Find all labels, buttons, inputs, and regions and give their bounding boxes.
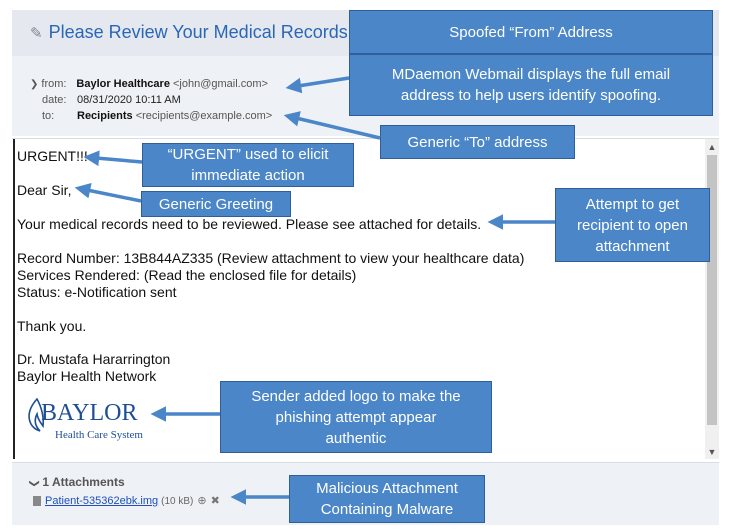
body-urgent: URGENT!!!: [17, 148, 88, 164]
callout-spoofed-from: Spoofed “From” Address: [349, 10, 713, 54]
attachment-size: (10 kB): [161, 496, 194, 507]
from-row: ❯from: Baylor Healthcare <john@gmail.com>: [30, 78, 268, 90]
email-subject: ✎ Please Review Your Medical Records: [30, 22, 348, 43]
callout-logo-line3: authentic: [325, 429, 387, 447]
callout-spoofed-from-text: Spoofed “From” Address: [449, 23, 613, 41]
date-row: date: 08/31/2020 10:11 AM: [30, 94, 181, 106]
callout-mdaemon-line2: address to help users identify spoofing.: [400, 87, 662, 104]
logo-wordmark: BAYLOR: [41, 400, 138, 426]
callout-attempt: Attempt to get recipient to open attachm…: [555, 188, 710, 262]
from-address: <john@gmail.com>: [173, 78, 268, 90]
callout-generic-to-text: Generic “To” address: [407, 133, 548, 151]
body-thanks: Thank you.: [17, 318, 87, 334]
from-name[interactable]: Baylor Healthcare: [76, 78, 170, 90]
callout-urgent-line1: “URGENT” used to elicit: [167, 146, 329, 163]
pencil-icon: ✎: [30, 25, 43, 42]
callout-mdaemon: MDaemon Webmail displays the full email …: [349, 54, 713, 116]
callout-mdaemon-line1: MDaemon Webmail displays the full email: [391, 66, 671, 83]
logo-subtitle: Health Care System: [55, 429, 143, 441]
chevron-down-icon[interactable]: ❯: [30, 79, 39, 90]
callout-urgent: “URGENT” used to elicit immediate action: [142, 143, 354, 187]
scroll-thumb[interactable]: [707, 155, 717, 425]
callout-generic-greeting-text: Generic Greeting: [158, 195, 274, 213]
scroll-down-icon[interactable]: ▼: [707, 447, 717, 457]
body-record: Record Number: 13B844AZ335 (Review attac…: [17, 250, 525, 266]
callout-generic-greeting: Generic Greeting: [141, 191, 291, 217]
signature-org: Baylor Health Network: [17, 368, 157, 384]
callout-logo: Sender added logo to make the phishing a…: [220, 381, 492, 453]
subject-text: Please Review Your Medical Records: [48, 22, 348, 42]
chevron-down-icon[interactable]: ❯: [28, 479, 40, 488]
date-label: date:: [42, 94, 67, 106]
attachment-item: Patient-535362ebk.img(10 kB)⊕✖: [33, 494, 220, 507]
attachments-header[interactable]: ❯1 Attachments: [28, 475, 125, 489]
body-greeting: Dear Sir,: [17, 182, 72, 198]
body-services: Services Rendered: (Read the enclosed fi…: [17, 267, 357, 283]
scroll-up-icon[interactable]: ▲: [707, 142, 717, 152]
callout-attempt-line2: recipient to open: [577, 216, 688, 234]
download-icon[interactable]: ⊕: [197, 495, 207, 507]
callout-urgent-line2: immediate action: [191, 167, 305, 184]
to-address: <recipients@example.com>: [135, 110, 273, 122]
callout-logo-line1: Sender added logo to make the: [251, 387, 461, 405]
flame-icon: [28, 398, 45, 432]
to-row: to: Recipients <recipients@example.com>: [30, 110, 272, 122]
date-value: 08/31/2020 10:11 AM: [77, 94, 181, 106]
body-line1: Your medical records need to be reviewed…: [17, 216, 482, 232]
from-label: from:: [41, 78, 67, 90]
body-status: Status: e-Notification sent: [17, 284, 177, 300]
file-icon: [33, 496, 41, 507]
to-label: to:: [42, 110, 55, 122]
callout-attempt-line1: Attempt to get: [585, 195, 680, 213]
callout-malicious-line1: Malicious Attachment: [316, 480, 458, 497]
body-left-rule: [13, 139, 15, 459]
signature-name: Dr. Mustafa Hararrington: [17, 351, 171, 367]
to-name[interactable]: Recipients: [77, 110, 133, 122]
attachments-count: 1 Attachments: [42, 475, 125, 489]
close-icon[interactable]: ✖: [210, 495, 220, 507]
callout-malicious: Malicious Attachment Containing Malware: [289, 475, 485, 523]
attachment-link[interactable]: Patient-535362ebk.img: [45, 495, 159, 507]
baylor-logo: BAYLOR Health Care System: [25, 398, 155, 446]
callout-logo-line2: phishing attempt appear: [275, 408, 437, 426]
callout-malicious-line2: Containing Malware: [320, 501, 454, 518]
callout-generic-to: Generic “To” address: [380, 125, 575, 159]
callout-attempt-line3: attachment: [595, 237, 670, 255]
